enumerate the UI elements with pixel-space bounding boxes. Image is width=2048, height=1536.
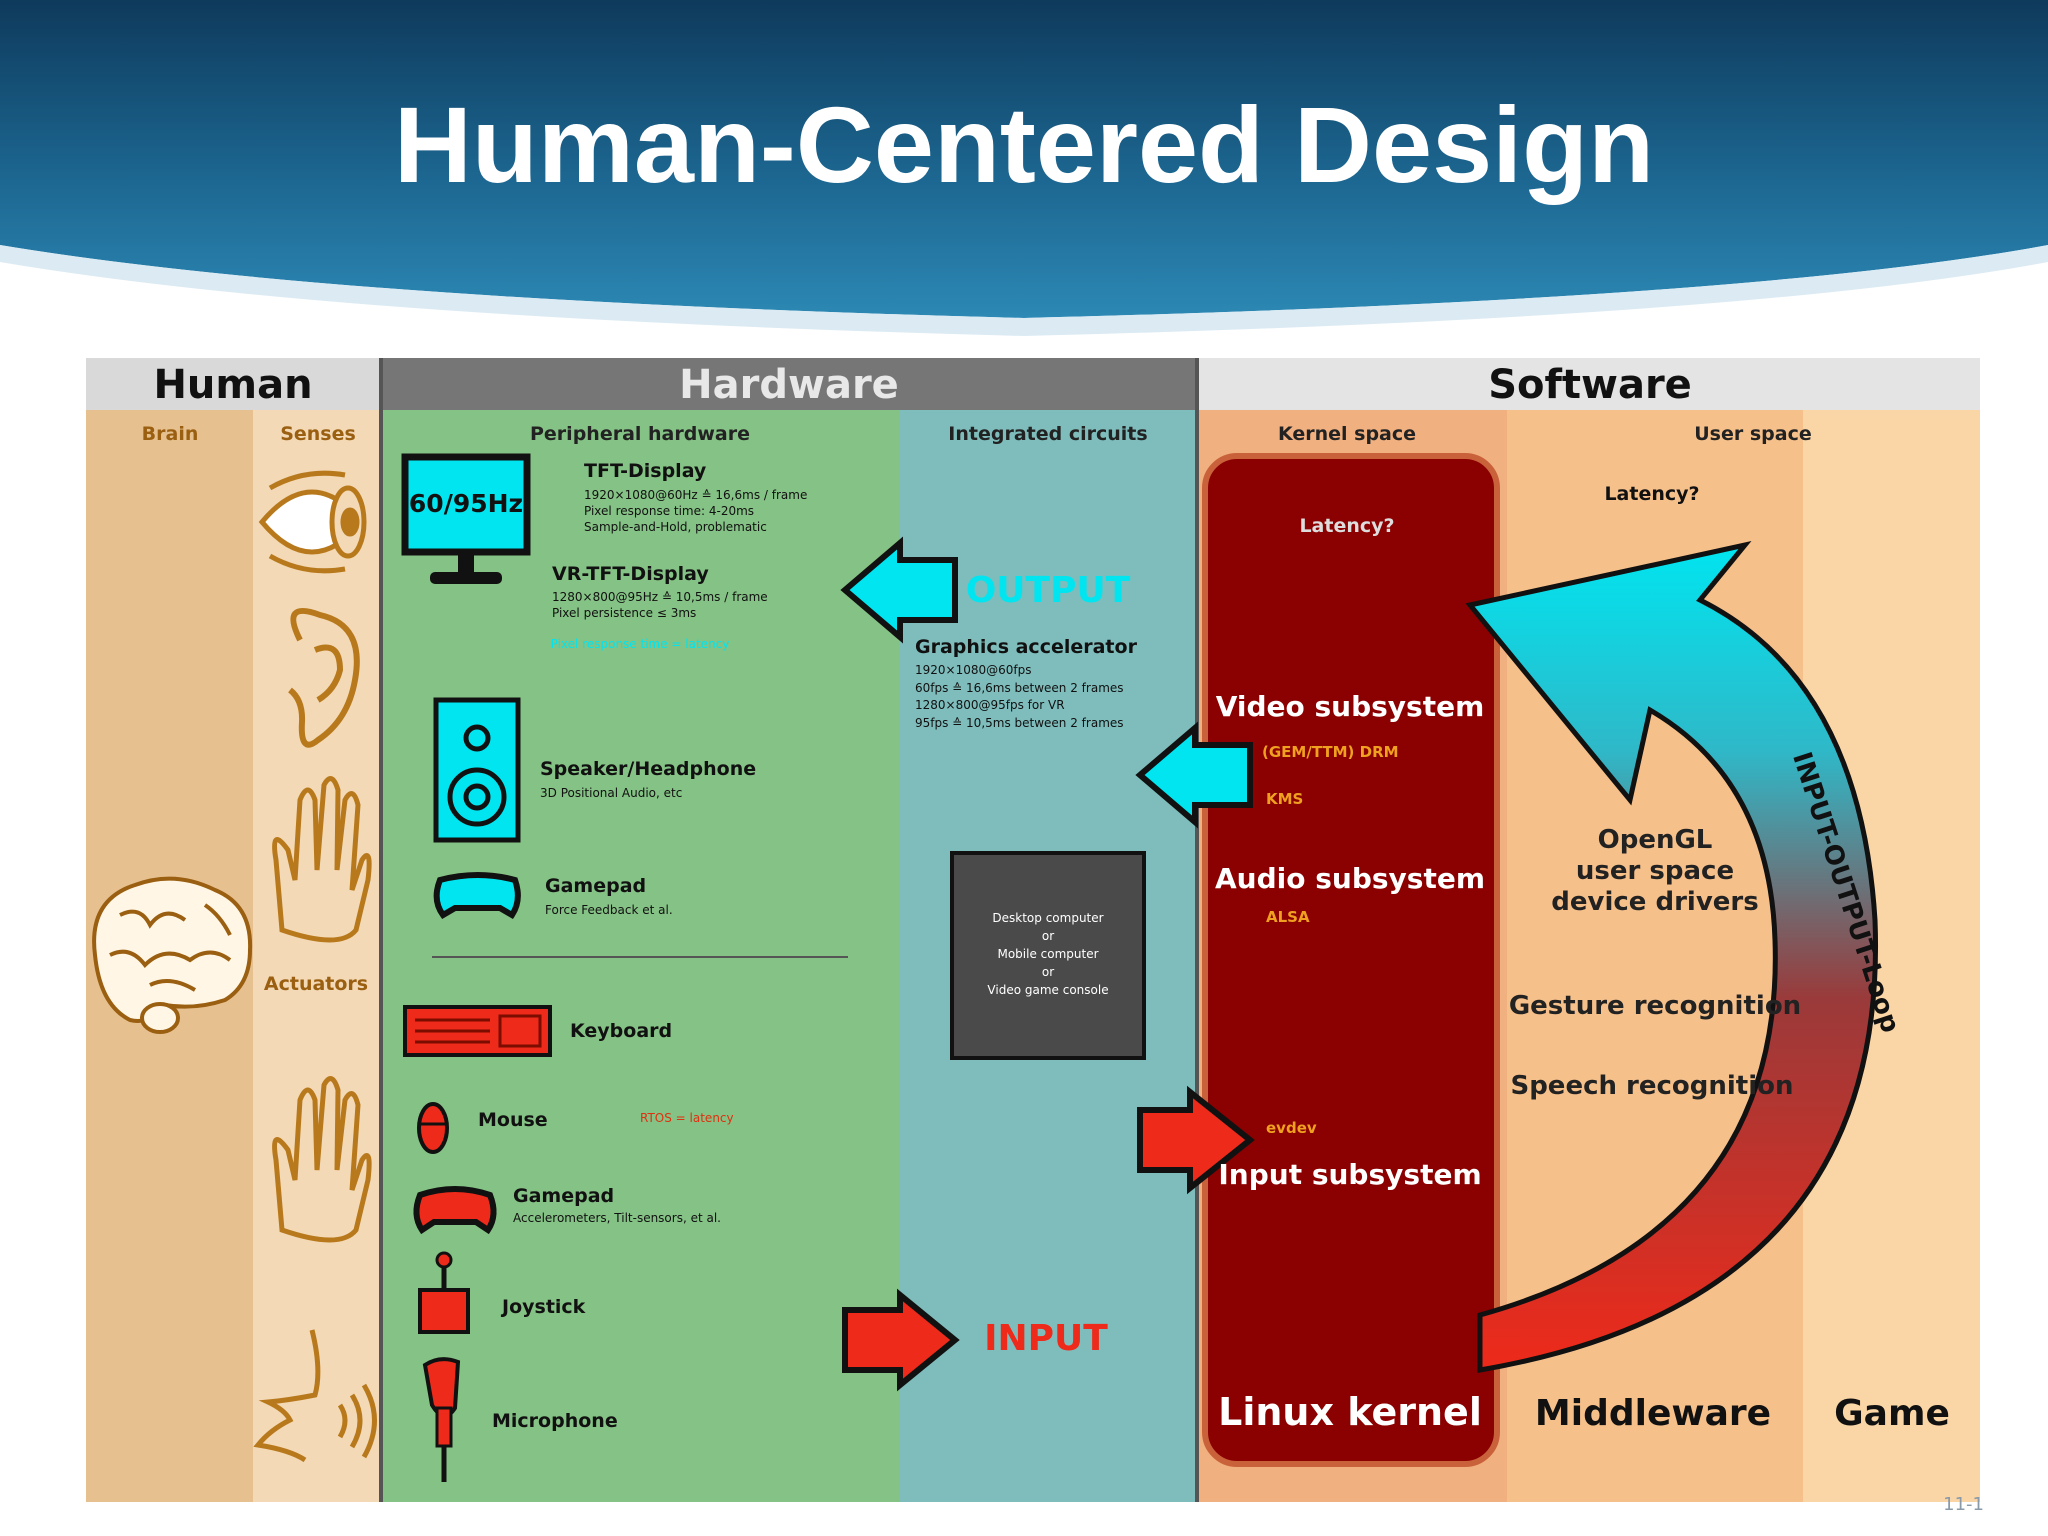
linux-kernel-box <box>1202 453 1500 1467</box>
mouse-label: Mouse <box>478 1109 548 1131</box>
col-integrated: Integrated circuits <box>948 423 1147 445</box>
tft-line-2: Pixel response time: 4-20ms <box>584 504 754 518</box>
page-title: Human-Centered Design <box>394 84 1654 205</box>
kernel-input-arrow-icon <box>1137 1085 1255 1195</box>
vr-line-1: 1280×800@95Hz ≙ 10,5ms / frame <box>552 590 768 604</box>
speaker-title: Speaker/Headphone <box>540 758 756 780</box>
graphics-line-3: 1280×800@95fps for VR <box>915 698 1065 712</box>
actuators-label: Actuators <box>264 973 368 995</box>
opengl-line-3: device drivers <box>1551 887 1758 917</box>
page-number: 11-1 <box>1943 1494 1984 1515</box>
col-peripheral: Peripheral hardware <box>530 423 750 445</box>
title-banner <box>0 0 2048 336</box>
audio-alsa: ALSA <box>1266 908 1310 926</box>
computer-line-1: Desktop computer <box>992 911 1103 925</box>
linux-kernel-label: Linux kernel <box>1218 1390 1482 1434</box>
col-kernel: Kernel space <box>1278 423 1416 445</box>
joystick-icon <box>418 1251 470 1334</box>
joystick-label: Joystick <box>500 1296 586 1318</box>
vr-line-2: Pixel persistence ≤ 3ms <box>552 606 696 620</box>
computer-line-2: or <box>1042 929 1054 943</box>
computer-line-5: Video game console <box>987 983 1108 997</box>
input-output-loop-arrow <box>1465 541 1879 1373</box>
kernel-latency: Latency? <box>1299 515 1394 537</box>
game-label: Game <box>1834 1393 1950 1434</box>
gamepad-output-sub: Force Feedback et al. <box>545 903 673 917</box>
middleware-label: Middleware <box>1535 1393 1771 1434</box>
monitor-icon <box>401 453 531 584</box>
computer-line-3: Mobile computer <box>997 947 1098 961</box>
audio-subsystem: Audio subsystem <box>1215 862 1485 895</box>
gamepad-input-icon <box>413 1186 497 1235</box>
col-senses: Senses <box>280 423 356 445</box>
graphics-line-4: 95fps ≙ 10,5ms between 2 frames <box>915 716 1124 730</box>
gesture-recognition: Gesture recognition <box>1509 991 1801 1021</box>
speaker-icon <box>433 697 521 843</box>
graphics-line-2: 60fps ≙ 16,6ms between 2 frames <box>915 681 1124 695</box>
gamepad-input-title: Gamepad <box>513 1185 614 1207</box>
input-subsystem: Input subsystem <box>1218 1158 1481 1191</box>
gamepad-output-title: Gamepad <box>545 875 646 897</box>
output-arrow-icon <box>840 536 958 644</box>
rtos-note: RTOS = latency <box>640 1111 734 1125</box>
speech-recognition: Speech recognition <box>1510 1071 1793 1101</box>
header-human: Human <box>153 362 312 408</box>
keyboard-label: Keyboard <box>570 1020 672 1042</box>
monitor-refresh-label: 60/95Hz <box>409 489 523 518</box>
eye-icon <box>258 470 367 574</box>
opengl-line-1: OpenGL <box>1598 825 1713 855</box>
graphics-line-1: 1920×1080@60fps <box>915 663 1032 677</box>
speaker-sub: 3D Positional Audio, etc <box>540 786 682 800</box>
input-label: INPUT <box>984 1318 1108 1359</box>
col-brain: Brain <box>142 423 199 445</box>
keyboard-icon <box>403 1005 552 1057</box>
header-software: Software <box>1488 362 1692 408</box>
video-subsystem: Video subsystem <box>1216 690 1485 723</box>
input-arrow-icon <box>842 1288 960 1392</box>
ear-icon <box>288 608 360 748</box>
col-user: User space <box>1694 423 1812 445</box>
gamepad-input-sub: Accelerometers, Tilt-sensors, et al. <box>513 1211 721 1225</box>
brain-icon <box>92 876 253 1034</box>
senses-column <box>253 410 381 1502</box>
hand-output-icon <box>272 776 372 943</box>
tft-line-3: Sample-and-Hold, problematic <box>584 520 767 534</box>
tft-title: TFT-Display <box>584 460 707 482</box>
microphone-icon <box>422 1357 461 1482</box>
video-drm: (GEM/TTM) DRM <box>1262 743 1399 761</box>
hand-input-icon <box>272 1076 372 1243</box>
evdev-label: evdev <box>1266 1119 1317 1137</box>
video-kms: KMS <box>1266 790 1303 808</box>
kernel-output-arrow-icon <box>1135 721 1253 829</box>
software-header <box>1197 358 1980 410</box>
pixel-latency-note: Pixel response time = latency <box>551 637 730 651</box>
microphone-label: Microphone <box>492 1410 618 1432</box>
mouth-speech-icon <box>253 1329 377 1463</box>
graphics-title: Graphics accelerator <box>915 636 1138 658</box>
tft-line-1: 1920×1080@60Hz ≙ 16,6ms / frame <box>584 488 807 502</box>
vr-title: VR-TFT-Display <box>552 563 709 585</box>
computer-box <box>950 851 1146 1060</box>
opengl-line-2: user space <box>1576 856 1734 886</box>
hardware-header <box>381 358 1197 410</box>
human-header <box>86 358 381 410</box>
user-latency: Latency? <box>1604 483 1699 505</box>
computer-line-4: or <box>1042 965 1054 979</box>
gamepad-output-icon <box>433 872 521 920</box>
mouse-icon <box>417 1102 449 1154</box>
output-label: OUTPUT <box>966 570 1131 611</box>
header-hardware: Hardware <box>679 362 899 408</box>
